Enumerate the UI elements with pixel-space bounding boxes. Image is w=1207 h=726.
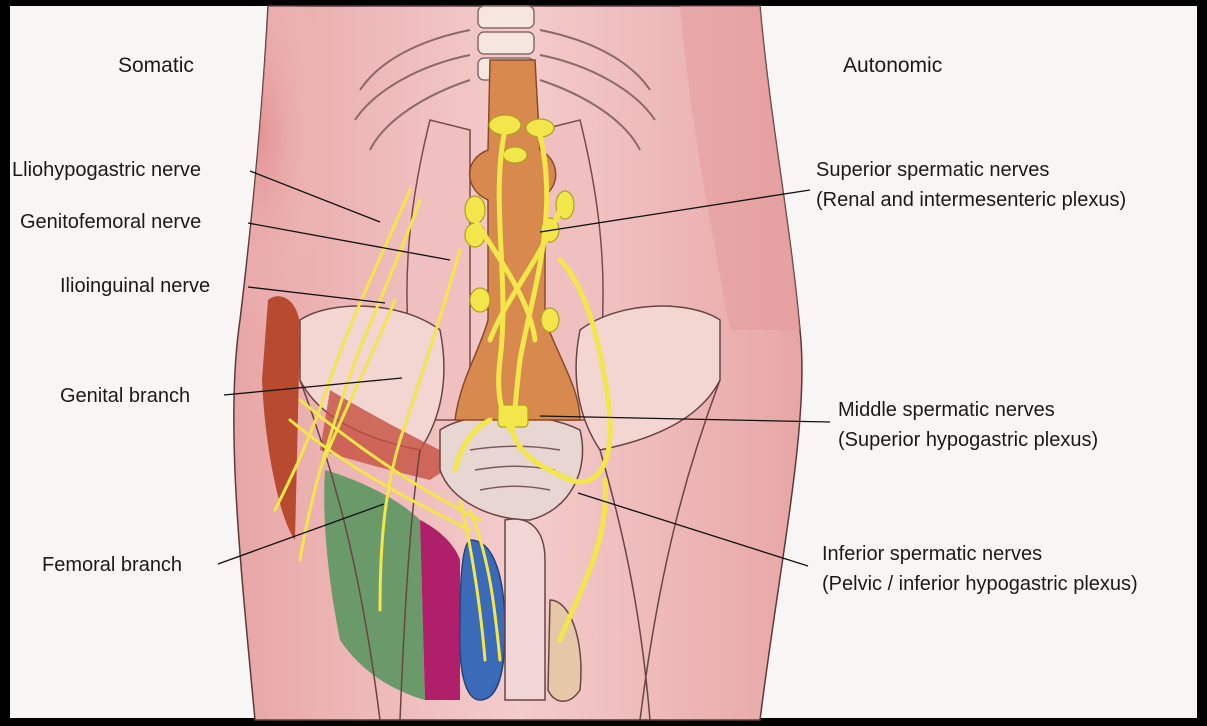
label-superior-spermatic-nerves: Superior spermatic nerves: [816, 158, 1049, 182]
label-inferior-plexus: (Pelvic / inferior hypogastric plexus): [822, 572, 1197, 596]
label-femoral-branch: Femoral branch: [42, 553, 182, 577]
label-middle-plexus: (Superior hypogastric plexus): [838, 428, 1098, 452]
left-black-border: [0, 0, 10, 726]
autonomic-header: Autonomic: [843, 54, 942, 78]
label-superior-plexus: (Renal and intermesenteric plexus): [816, 188, 1126, 212]
right-black-border: [1197, 0, 1207, 726]
label-inferior-spermatic-nerves: Inferior spermatic nerves: [822, 542, 1042, 566]
label-middle-spermatic-nerves: Middle spermatic nerves: [838, 398, 1055, 422]
label-genital-branch: Genital branch: [60, 384, 190, 408]
penis: [505, 519, 545, 700]
label-iliohypogastric-nerve: Lliohypogastric nerve: [12, 158, 201, 182]
label-ilioinguinal-nerve: Ilioinguinal nerve: [60, 274, 210, 298]
label-genitofemoral-nerve: Genitofemoral nerve: [20, 210, 201, 234]
top-black-border: [0, 0, 1207, 6]
somatic-header: Somatic: [118, 54, 194, 78]
